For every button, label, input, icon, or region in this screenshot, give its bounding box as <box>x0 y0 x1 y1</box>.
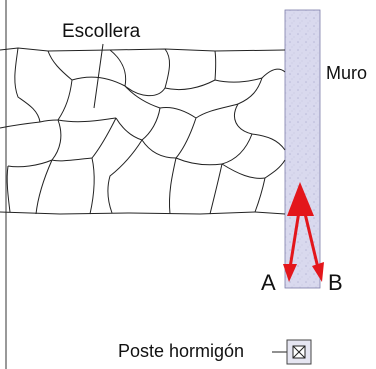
arrow-head-b <box>312 262 324 282</box>
escollera-leader-line <box>93 43 104 109</box>
arrow-shaft-to-b <box>301 204 320 269</box>
stone-joints <box>0 47 286 215</box>
point-b-label: B <box>328 270 343 295</box>
muro-label: Muro <box>326 63 368 83</box>
wall <box>284 9 321 289</box>
escollera-label: Escollera <box>62 21 141 42</box>
poste-hormigon-label: Poste hormigón <box>118 341 245 361</box>
arrow-head-a <box>283 264 297 282</box>
arrow-shaft-to-a <box>288 204 302 269</box>
concrete-post <box>272 339 312 365</box>
force-arrows <box>283 182 324 282</box>
upward-arrow-head <box>287 182 314 216</box>
point-a-label: A <box>261 270 276 295</box>
escollera-bottom-edge <box>0 211 286 215</box>
escollera-top-edge <box>0 47 286 52</box>
escollera-block <box>0 47 286 215</box>
